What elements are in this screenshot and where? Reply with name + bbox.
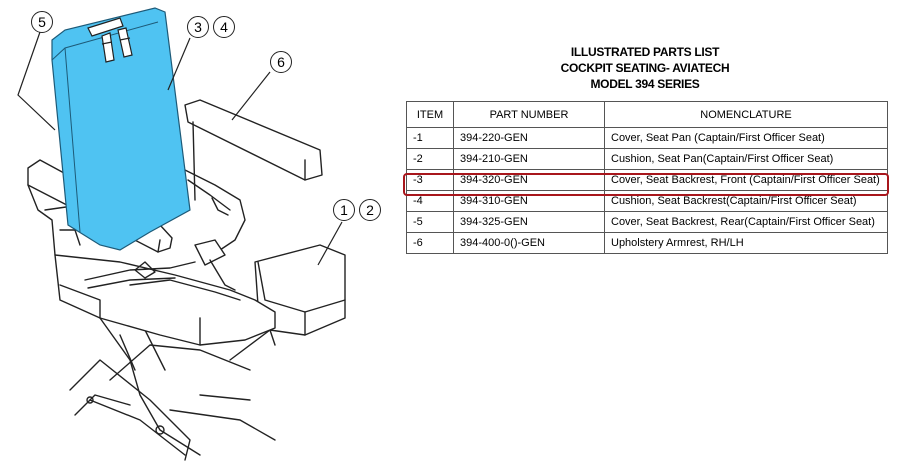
cell-item: -1 bbox=[406, 127, 454, 149]
column-header-nomenclature: NOMENCLATURE bbox=[604, 101, 888, 128]
table-row: -1 394-220-GEN Cover, Seat Pan (Captain/… bbox=[406, 127, 888, 149]
row-highlight-box bbox=[403, 173, 889, 196]
cell-nomenclature: Cover, Seat Pan (Captain/First Officer S… bbox=[604, 127, 888, 149]
ipl-title-line-1: ILLUSTRATED PARTS LIST bbox=[570, 45, 720, 59]
column-header-part-number: PART NUMBER bbox=[453, 101, 605, 128]
table-header-row: ITEM PART NUMBER NOMENCLATURE bbox=[406, 101, 888, 128]
seat-base bbox=[69, 317, 276, 461]
cell-part-number: 394-325-GEN bbox=[453, 211, 605, 233]
cell-part-number: 394-400-0()-GEN bbox=[453, 232, 605, 254]
table-row: -5 394-325-GEN Cover, Seat Backrest, Rea… bbox=[406, 211, 888, 233]
backrest bbox=[51, 7, 191, 251]
cell-item: -5 bbox=[406, 211, 454, 233]
cell-item: -2 bbox=[406, 148, 454, 170]
column-header-item: ITEM bbox=[406, 101, 454, 128]
cell-nomenclature: Upholstery Armrest, RH/LH bbox=[604, 232, 888, 254]
cell-item: -6 bbox=[406, 232, 454, 254]
cell-nomenclature: Cover, Seat Backrest, Rear(Captain/First… bbox=[604, 211, 888, 233]
ipl-title: ILLUSTRATED PARTS LIST COCKPIT SEATING- … bbox=[520, 44, 770, 92]
callout-1: 1 bbox=[333, 199, 355, 221]
seat-diagram bbox=[17, 7, 346, 461]
callout-5: 5 bbox=[31, 11, 53, 33]
right-armrest bbox=[184, 99, 323, 201]
callout-2: 2 bbox=[359, 199, 381, 221]
cell-nomenclature: Cushion, Seat Pan(Captain/First Officer … bbox=[604, 148, 888, 170]
callout-4: 4 bbox=[213, 16, 235, 38]
seat-pan bbox=[254, 244, 346, 336]
seat-front-pan bbox=[54, 254, 276, 346]
parts-table: ITEM PART NUMBER NOMENCLATURE -1 394-220… bbox=[406, 101, 888, 254]
cell-part-number: 394-210-GEN bbox=[453, 148, 605, 170]
leader-lines bbox=[17, 31, 343, 266]
table-row: -2 394-210-GEN Cushion, Seat Pan(Captain… bbox=[406, 148, 888, 170]
table-row: -6 394-400-0()-GEN Upholstery Armrest, R… bbox=[406, 232, 888, 254]
callout-3: 3 bbox=[187, 16, 209, 38]
headrest-straps bbox=[87, 17, 133, 63]
cell-part-number: 394-220-GEN bbox=[453, 127, 605, 149]
ipl-title-line-3: MODEL 394 SERIES bbox=[590, 77, 700, 91]
seat-belts bbox=[84, 169, 246, 291]
callout-6: 6 bbox=[270, 51, 292, 73]
ipl-title-line-2: COCKPIT SEATING- AVIATECH bbox=[560, 61, 730, 75]
